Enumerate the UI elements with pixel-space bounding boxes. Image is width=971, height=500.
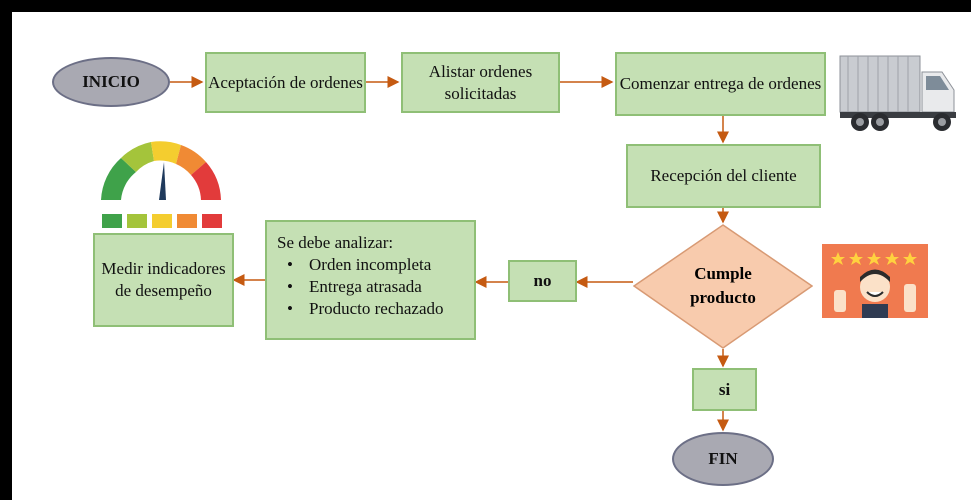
flowchart-canvas: INICIO Aceptación de ordenes Alistar ord… bbox=[12, 12, 971, 500]
end-label: FIN bbox=[708, 449, 738, 468]
delivery-truck-icon bbox=[838, 52, 963, 134]
performance-gauge-icon bbox=[96, 140, 226, 230]
yes-branch-label: si bbox=[692, 368, 757, 411]
end-terminator: FIN bbox=[672, 432, 774, 486]
start-delivery-label: Comenzar entrega de ordenes bbox=[619, 74, 822, 93]
analysis-item: Orden incompleta bbox=[287, 254, 444, 276]
start-label: INICIO bbox=[82, 72, 140, 91]
start-delivery-step: Comenzar entrega de ordenes bbox=[615, 52, 826, 116]
decision-label: Cumple producto bbox=[690, 264, 756, 307]
accept-orders-step: Aceptación de ordenes bbox=[205, 52, 366, 113]
accept-orders-label: Aceptación de ordenes bbox=[208, 72, 363, 92]
analysis-list: Orden incompleta Entrega atrasada Produc… bbox=[277, 254, 444, 320]
prepare-orders-label: Alistar ordenes solicitadas bbox=[428, 61, 533, 103]
analysis-item: Producto rechazado bbox=[287, 298, 443, 320]
flow-arrows bbox=[170, 76, 729, 432]
no-branch-label: no bbox=[508, 260, 577, 302]
analysis-title: Se debe analizar: bbox=[277, 233, 394, 252]
analysis-step: Se debe analizar: Orden incompleta Entre… bbox=[265, 220, 476, 340]
measure-indicators-label: Medir indicadores de desempeño bbox=[101, 259, 226, 300]
decision-diamond: Cumple producto bbox=[633, 224, 813, 349]
customer-reception-step: Recepción del cliente bbox=[626, 144, 821, 208]
prepare-orders-step: Alistar ordenes solicitadas bbox=[401, 52, 560, 113]
start-terminator: INICIO bbox=[52, 57, 170, 107]
customer-satisfaction-icon bbox=[822, 244, 928, 318]
customer-reception-label: Recepción del cliente bbox=[650, 166, 797, 185]
measure-indicators-step: Medir indicadores de desempeño bbox=[93, 233, 234, 327]
analysis-item: Entrega atrasada bbox=[287, 276, 444, 298]
